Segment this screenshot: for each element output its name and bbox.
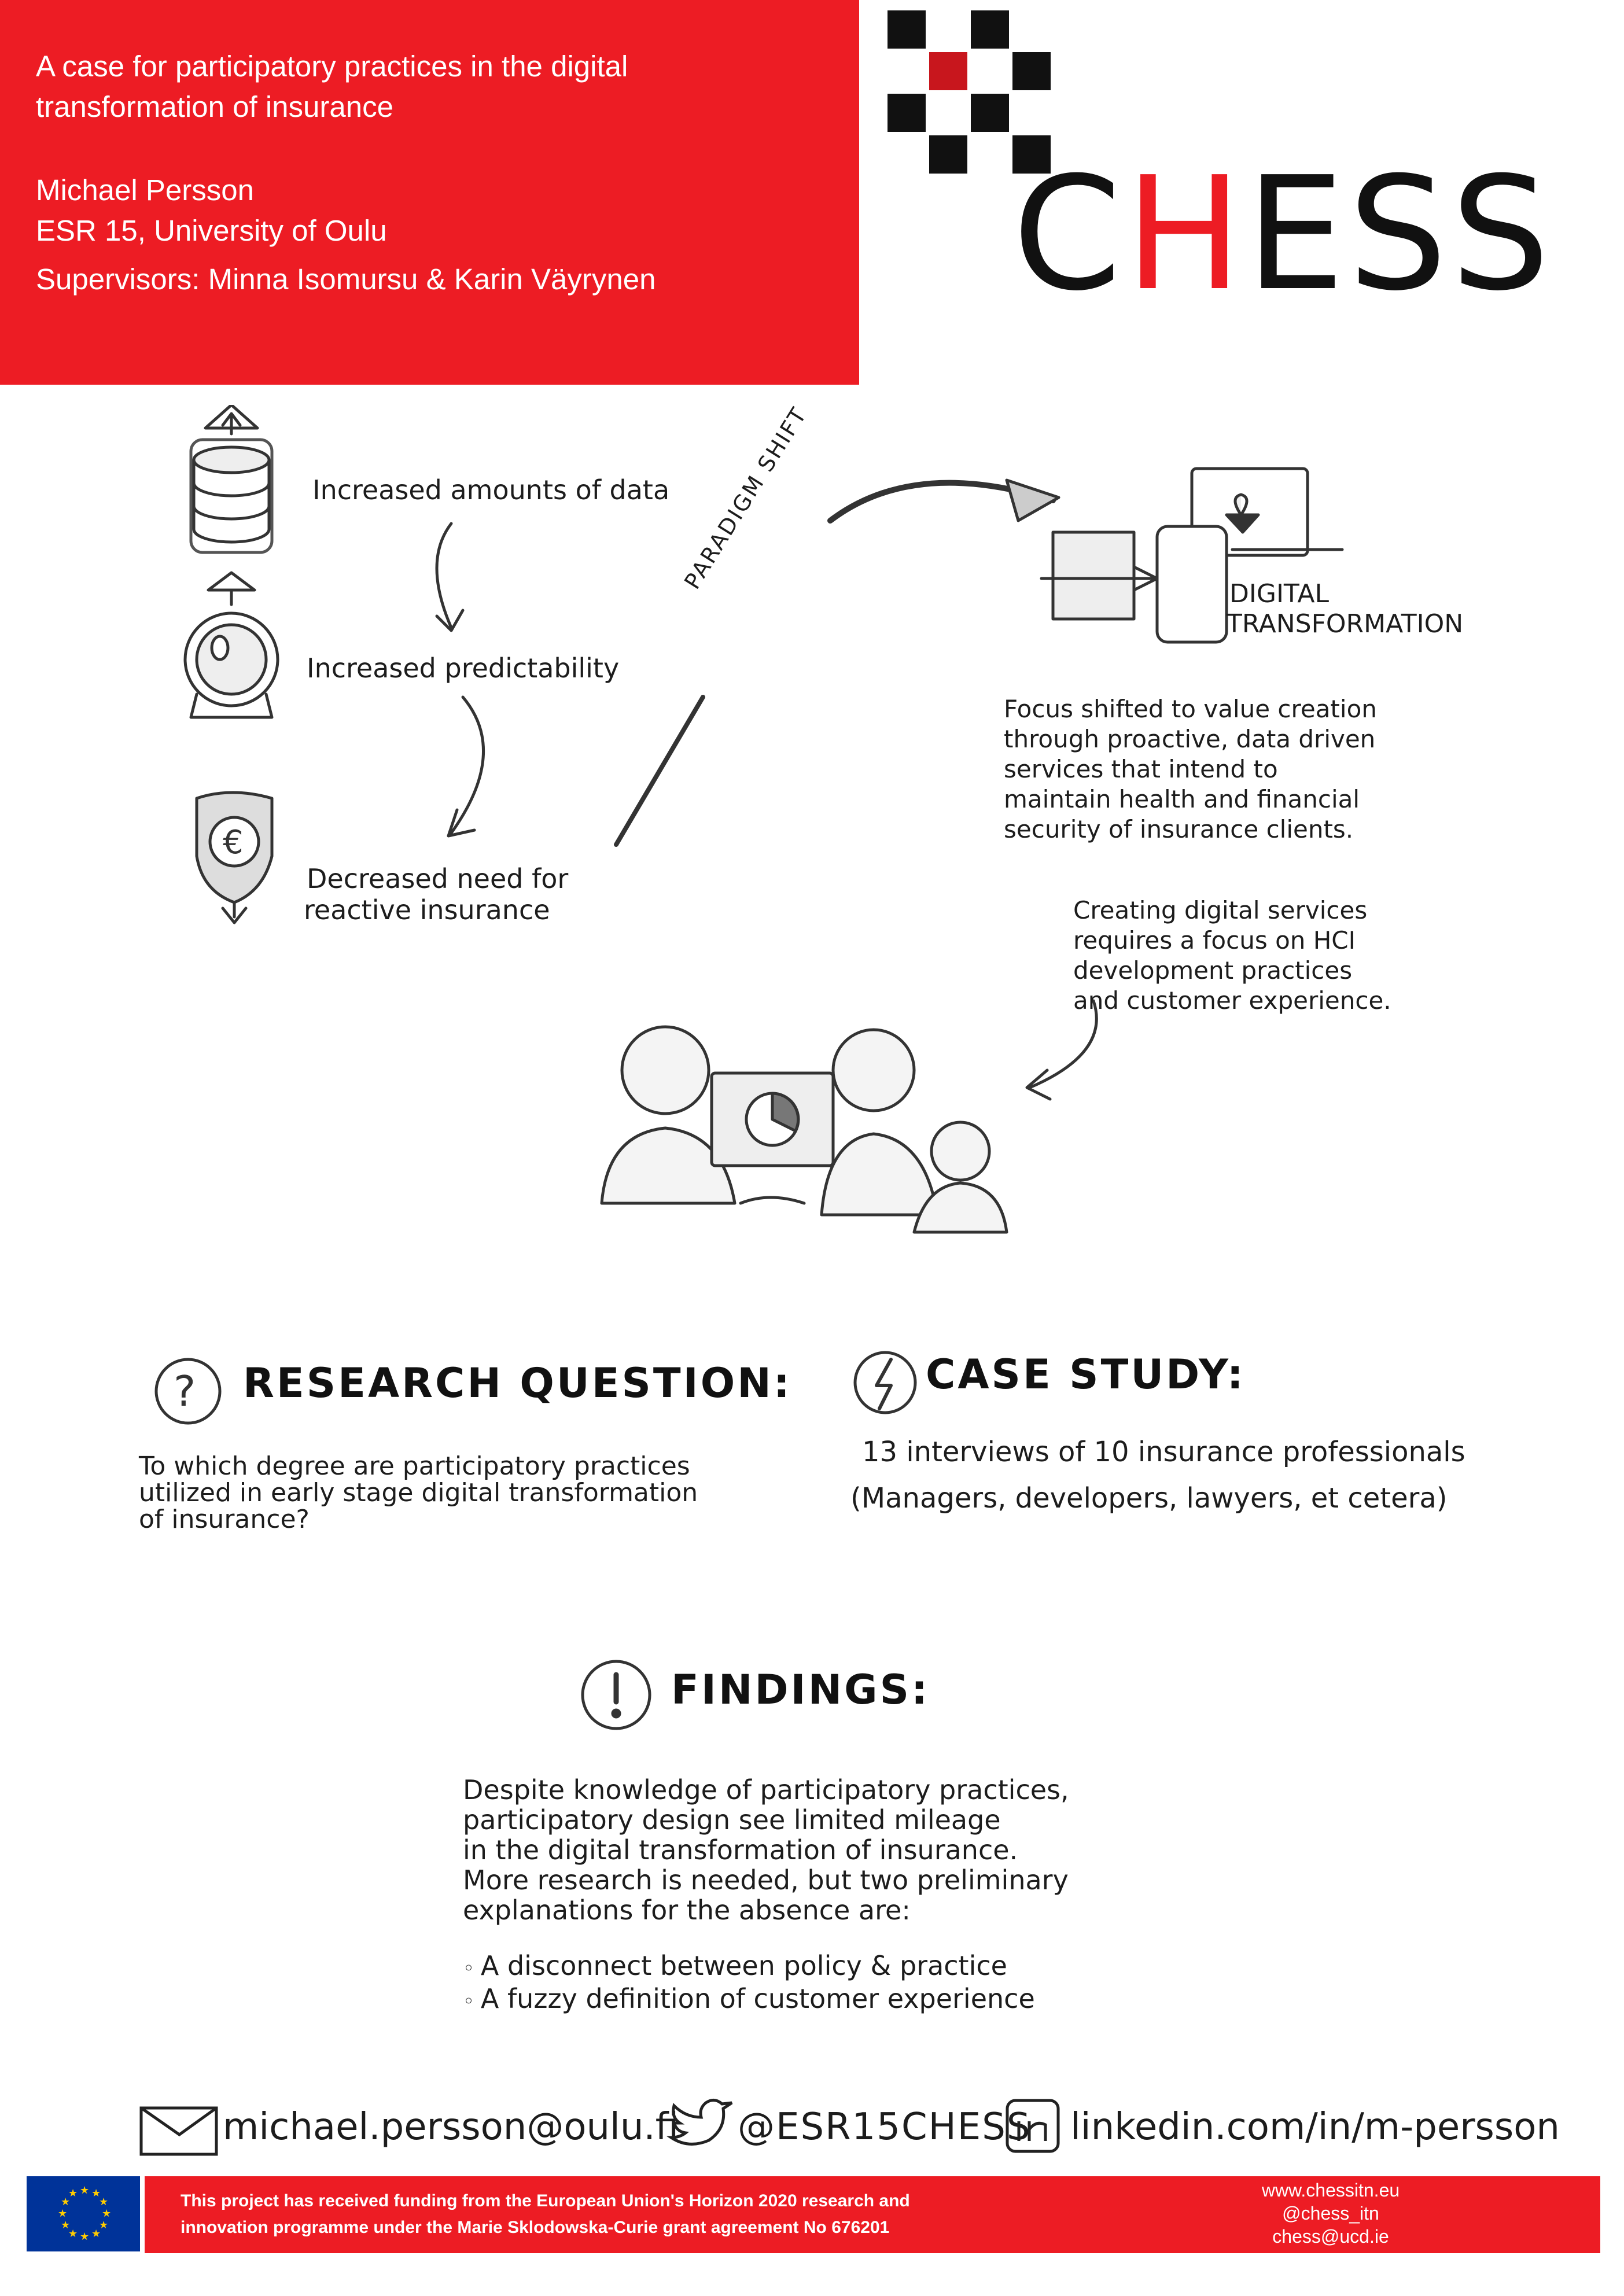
case-line: 13 interviews of 10 insurance profession… bbox=[862, 1436, 1465, 1468]
svg-text:★: ★ bbox=[99, 2219, 108, 2231]
arrow-down-1 bbox=[435, 522, 465, 632]
findings-line: explanations for the absence are: bbox=[463, 1895, 911, 1926]
project-contacts: www.chessitn.eu @chess_itn chess@ucd.ie bbox=[1128, 2179, 1533, 2248]
findings-text: Despite knowledge of participatory pract… bbox=[463, 1775, 1069, 2017]
text-increased-data: Increased amounts of data bbox=[312, 474, 670, 506]
text-digital: DIGITAL bbox=[1229, 579, 1330, 609]
chess-logo-icon bbox=[888, 10, 1051, 174]
funding-statement: This project has received funding from t… bbox=[181, 2188, 910, 2241]
focus-line: services that intend to bbox=[1004, 755, 1278, 783]
shield-euro-icon: € bbox=[195, 791, 274, 924]
findings-bullet: ◦ A fuzzy definition of customer experie… bbox=[463, 1983, 1035, 2014]
author-name: Michael Persson bbox=[36, 174, 254, 207]
hci-line: and customer experience. bbox=[1073, 986, 1391, 1015]
funding-banner: This project has received funding from t… bbox=[145, 2176, 1600, 2253]
research-line: To which degree are participatory practi… bbox=[139, 1451, 690, 1481]
envelope-icon bbox=[139, 2106, 218, 2156]
svg-text:★: ★ bbox=[102, 2207, 111, 2220]
hci-line: development practices bbox=[1073, 956, 1353, 985]
arrow-down-2 bbox=[447, 695, 485, 838]
contact-email[interactable]: michael.persson@oulu.fi bbox=[223, 2106, 679, 2148]
devices-icon bbox=[1040, 467, 1344, 644]
funding-line: innovation programme under the Marie Skl… bbox=[181, 2218, 890, 2237]
svg-text:★: ★ bbox=[68, 2187, 78, 2199]
findings-bullet: ◦ A disconnect between policy & practice bbox=[463, 1950, 1007, 1981]
eu-flag-icon: ★★★ ★★★ ★★★ ★★★ bbox=[27, 2176, 140, 2251]
findings-line: More research is needed, but two prelimi… bbox=[463, 1864, 1069, 1896]
focus-paragraph: Focus shifted to value creation through … bbox=[1004, 694, 1377, 845]
lightning-circle-icon bbox=[853, 1351, 917, 1414]
svg-text:★: ★ bbox=[91, 2228, 101, 2240]
footer: ★★★ ★★★ ★★★ ★★★ This project has receive… bbox=[27, 2176, 1600, 2295]
case-line: (Managers, developers, lawyers, et ceter… bbox=[850, 1482, 1448, 1514]
hci-line: Creating digital services bbox=[1073, 896, 1368, 924]
findings-bullet-text: A fuzzy definition of customer experienc… bbox=[480, 1983, 1035, 2014]
supervisors: Supervisors: Minna Isomursu & Karin Väyr… bbox=[36, 263, 656, 296]
svg-text:★: ★ bbox=[68, 2228, 78, 2240]
header-banner: A case for participatory practices in th… bbox=[0, 0, 859, 385]
linkedin-icon bbox=[1006, 2099, 1060, 2153]
research-line: of insurance? bbox=[139, 1505, 310, 1534]
people-laptop-icon bbox=[600, 1025, 1008, 1234]
findings-line: in the digital transformation of insuran… bbox=[463, 1834, 1018, 1866]
logo-letter-h: H bbox=[1125, 143, 1246, 325]
author-affiliation: ESR 15, University of Oulu bbox=[36, 214, 387, 247]
svg-text:?: ? bbox=[174, 1367, 196, 1416]
project-website-link[interactable]: www.chessitn.eu bbox=[1261, 2180, 1400, 2201]
svg-text:★: ★ bbox=[58, 2207, 67, 2220]
contact-linkedin[interactable]: linkedin.com/in/m-persson bbox=[1070, 2106, 1560, 2148]
database-icon bbox=[189, 405, 274, 554]
poster-title-line1: A case for participatory practices in th… bbox=[36, 50, 628, 83]
twitter-bird-icon bbox=[666, 2099, 733, 2146]
sketch-illustrations: € ? bbox=[154, 405, 1344, 1425]
hci-line: requires a focus on HCI bbox=[1073, 926, 1356, 954]
findings-title: FINDINGS: bbox=[671, 1666, 930, 1713]
research-question-text: To which degree are participatory practi… bbox=[139, 1453, 698, 1533]
crystal-ball-icon bbox=[183, 571, 279, 719]
chess-logo-wordmark: CHESS bbox=[1012, 156, 1553, 312]
focus-line: security of insurance clients. bbox=[1004, 815, 1354, 843]
question-circle-icon: ? bbox=[154, 1358, 222, 1425]
logo-letters-ess: ESS bbox=[1246, 143, 1553, 325]
project-email-link[interactable]: chess@ucd.ie bbox=[1272, 2226, 1389, 2247]
funding-line: This project has received funding from t… bbox=[181, 2191, 910, 2210]
focus-line: through proactive, data driven bbox=[1004, 725, 1376, 753]
svg-text:★: ★ bbox=[80, 2231, 89, 2243]
poster-title-line2: transformation of insurance bbox=[36, 90, 393, 123]
text-decreased-need-1: Decreased need for bbox=[307, 863, 569, 894]
case-study-text: 13 interviews of 10 insurance profession… bbox=[850, 1429, 1465, 1521]
findings-bullet-text: A disconnect between policy & practice bbox=[480, 1950, 1007, 1981]
paradigm-shaft bbox=[614, 695, 705, 847]
case-study-title: CASE STUDY: bbox=[926, 1351, 1246, 1398]
text-decreased-need-2: reactive insurance bbox=[304, 894, 550, 926]
focus-line: maintain health and financial bbox=[1004, 785, 1360, 813]
text-transformation: TRANSFORMATION bbox=[1227, 609, 1464, 639]
findings-line: participatory design see limited mileage bbox=[463, 1804, 1001, 1836]
arrow-to-people bbox=[1025, 999, 1098, 1101]
research-question-title: RESEARCH QUESTION: bbox=[243, 1359, 792, 1407]
exclamation-circle-icon bbox=[581, 1660, 651, 1730]
text-increased-predictability: Increased predictability bbox=[307, 653, 620, 684]
svg-text:€: € bbox=[223, 824, 244, 861]
hci-paragraph: Creating digital services requires a foc… bbox=[1073, 895, 1391, 1016]
focus-line: Focus shifted to value creation bbox=[1004, 695, 1377, 723]
svg-text:★: ★ bbox=[61, 2196, 70, 2208]
svg-text:★: ★ bbox=[91, 2187, 101, 2199]
research-line: utilized in early stage digital transfor… bbox=[139, 1478, 698, 1508]
svg-text:★: ★ bbox=[61, 2219, 70, 2231]
contact-twitter[interactable]: @ESR15CHESS bbox=[738, 2106, 1032, 2148]
svg-text:★: ★ bbox=[99, 2196, 108, 2208]
svg-text:★: ★ bbox=[80, 2184, 89, 2197]
project-twitter-handle[interactable]: @chess_itn bbox=[1282, 2203, 1379, 2224]
logo-letter-c: C bbox=[1012, 143, 1125, 325]
findings-line: Despite knowledge of participatory pract… bbox=[463, 1774, 1069, 1805]
